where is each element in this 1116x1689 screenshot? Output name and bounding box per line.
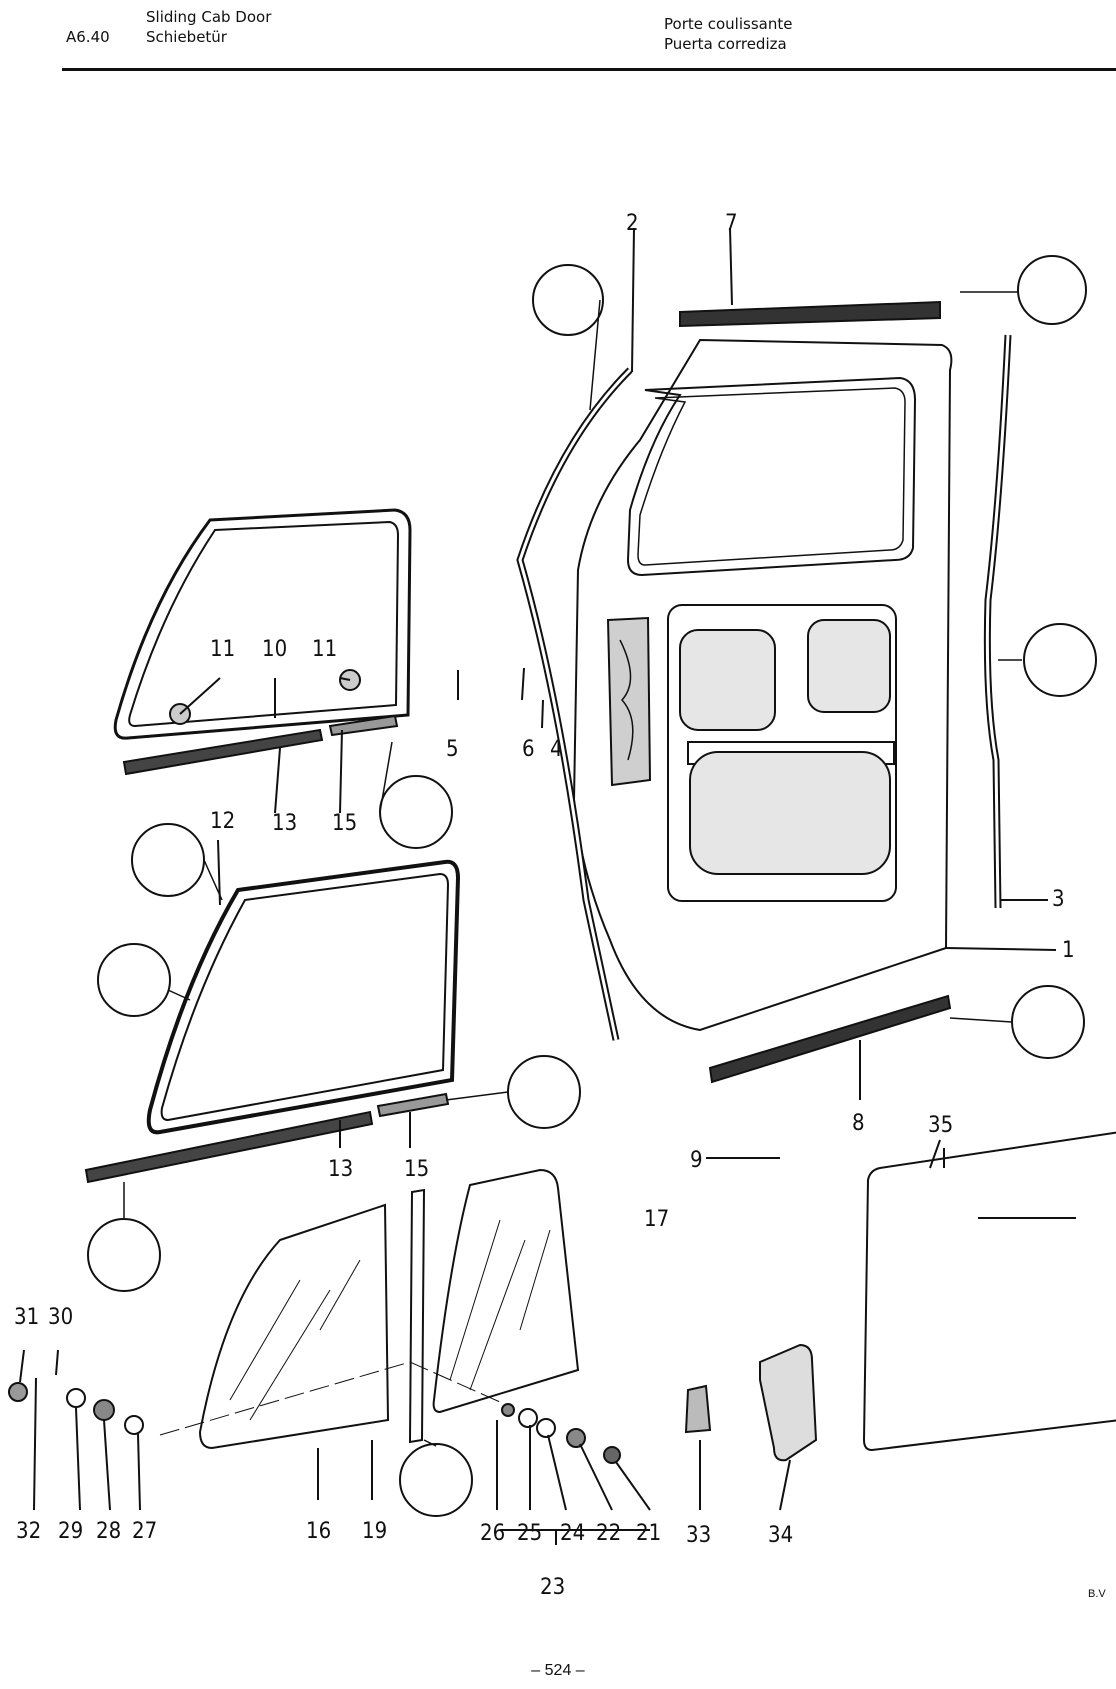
nut-22 (566, 1428, 586, 1448)
callout-11b: 11 (312, 637, 337, 662)
callout-13b: 13 (328, 1157, 353, 1182)
callout-15a: 15 (332, 811, 357, 836)
header-rule (62, 68, 1116, 71)
rail-8 (708, 994, 952, 1084)
bush-28 (93, 1399, 115, 1421)
washer-24 (536, 1418, 556, 1438)
washer-26 (501, 1403, 515, 1417)
callout-6: 6 (522, 737, 535, 762)
callout-4: 4 (550, 737, 563, 762)
door-inner-frame (667, 604, 897, 902)
detail-circle-g (97, 943, 171, 1017)
callout-29: 29 (58, 1519, 83, 1544)
callout-27: 27 (132, 1519, 157, 1544)
title-german: Schiebetür (146, 28, 227, 46)
callout-1: 1 (1062, 938, 1075, 963)
callout-33: 33 (686, 1523, 711, 1548)
detail-circle-a (532, 264, 604, 336)
glass-17 (432, 1168, 580, 1414)
rail-7 (679, 300, 941, 328)
trim-panel-35 (862, 1131, 1116, 1452)
callout-21: 21 (636, 1521, 661, 1546)
channel-13a (122, 728, 324, 776)
large-window-frame-12 (146, 859, 461, 1135)
title-spanish: Puerta corrediza (664, 35, 787, 53)
door-window-opening (626, 376, 917, 577)
section-code: A6.40 (66, 28, 110, 46)
artist-mark: B.V (1088, 1588, 1106, 1600)
small-window-frame (113, 508, 412, 740)
callout-23: 23 (540, 1575, 565, 1600)
callout-25: 25 (517, 1521, 542, 1546)
channel-15b (376, 1092, 450, 1118)
callout-15b: 15 (404, 1157, 429, 1182)
guide-33 (684, 1384, 712, 1434)
dashed-assembly-line (159, 1361, 501, 1436)
callout-13a: 13 (272, 811, 297, 836)
callout-16: 16 (306, 1519, 331, 1544)
callout-12: 12 (210, 809, 235, 834)
washer-29 (66, 1388, 86, 1408)
roller-bracket-34 (759, 1343, 818, 1462)
detail-circle-c (1023, 623, 1097, 697)
callout-8: 8 (852, 1111, 865, 1136)
callout-34: 34 (768, 1523, 793, 1548)
callout-30: 30 (48, 1305, 73, 1330)
channel-15a (328, 714, 399, 737)
callout-11a: 11 (210, 637, 235, 662)
callout-3: 3 (1052, 887, 1065, 912)
glass-16 (198, 1203, 390, 1450)
callout-22: 22 (596, 1521, 621, 1546)
detail-circle-f (131, 823, 205, 897)
callout-24: 24 (560, 1521, 585, 1546)
callout-7: 7 (725, 211, 738, 236)
detail-circle-i (87, 1218, 161, 1292)
title-french: Porte coulissante (664, 15, 793, 33)
door-lock-mechanism (606, 616, 652, 787)
callout-10: 10 (262, 637, 287, 662)
washer-25 (518, 1408, 538, 1428)
callout-28: 28 (96, 1519, 121, 1544)
title-english: Sliding Cab Door (146, 8, 272, 26)
detail-circle-b (1017, 255, 1087, 325)
callout-35: 35 (928, 1113, 953, 1138)
channel-13b (84, 1110, 374, 1184)
callout-19: 19 (362, 1519, 387, 1544)
callout-2: 2 (626, 211, 639, 236)
detail-circle-h (507, 1055, 581, 1129)
channel-19 (408, 1188, 426, 1444)
callout-26: 26 (480, 1521, 505, 1546)
detail-circle-j (399, 1443, 473, 1517)
callout-9: 9 (690, 1148, 703, 1173)
washer-31 (8, 1382, 28, 1402)
page-number: – 524 – (531, 1662, 585, 1679)
detail-circle-e (379, 775, 453, 849)
callout-17: 17 (644, 1207, 669, 1232)
washer-27 (124, 1415, 144, 1435)
detail-circle-d (1011, 985, 1085, 1059)
callout-5: 5 (446, 737, 459, 762)
callout-labels: 1 2 3 4 5 6 7 8 9 10 11 11 12 13 13 15 1… (14, 211, 1075, 1600)
callout-31: 31 (14, 1305, 39, 1330)
callout-32: 32 (16, 1519, 41, 1544)
knob-21 (603, 1446, 621, 1464)
door-panel (572, 338, 953, 1032)
